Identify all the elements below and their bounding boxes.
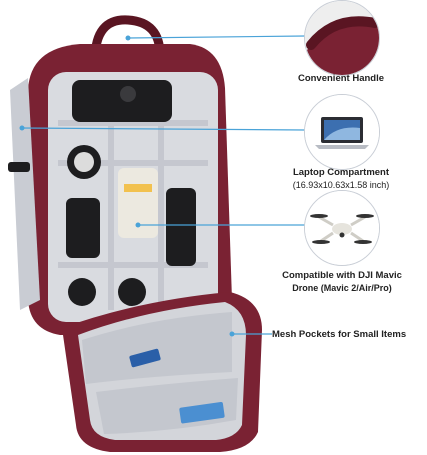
drone-icon bbox=[305, 191, 379, 265]
handle-label: Convenient Handle bbox=[297, 73, 385, 84]
laptop-edge bbox=[10, 78, 40, 310]
camera-lens-right bbox=[166, 188, 196, 266]
callout-line-handle bbox=[127, 35, 306, 39]
callout-line-laptop bbox=[21, 127, 306, 131]
drone-label: Compatible with DJI Mavic Drone (Mavic 2… bbox=[282, 270, 402, 293]
handle-detail-circle bbox=[304, 0, 380, 76]
camera-body bbox=[72, 80, 172, 122]
laptop-icon bbox=[305, 95, 379, 169]
camera-lens-left bbox=[66, 198, 100, 258]
handle-detail-image bbox=[305, 1, 379, 75]
mesh-pocket-top bbox=[82, 312, 232, 384]
laptop-detail-circle bbox=[304, 94, 380, 170]
drone-detail-circle bbox=[304, 190, 380, 266]
pockets-label: Mesh Pockets for Small Items bbox=[272, 329, 407, 340]
laptop-label: Laptop Compartment (16.93x10.63x1.58 inc… bbox=[292, 167, 390, 190]
